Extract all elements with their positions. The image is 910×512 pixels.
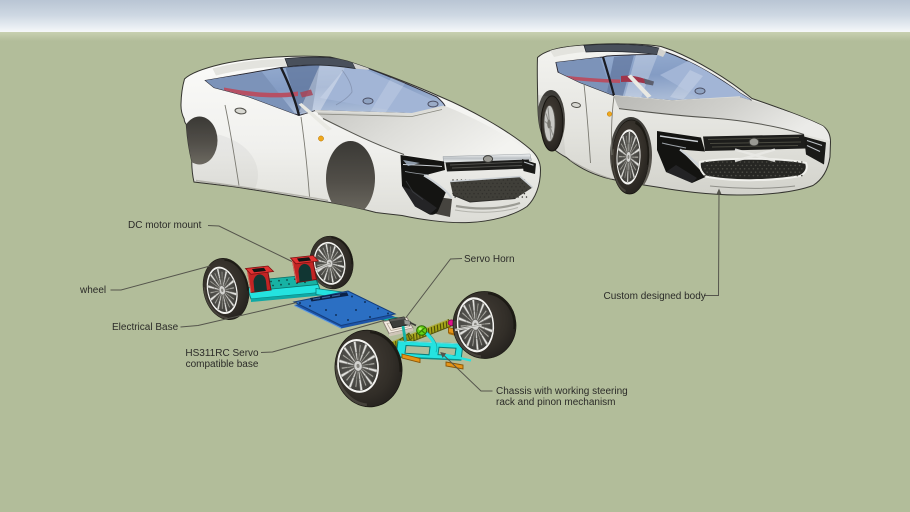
label-text: Servo Horn (464, 253, 515, 265)
label-text-line: compatible base (185, 359, 259, 370)
chassis-front-frame (395, 325, 474, 362)
label-text-line: rack and pinon mechanism (496, 397, 616, 408)
arrow-custom-body (716, 188, 722, 194)
label-wheel: wheel (80, 285, 106, 297)
car-body-shell (180, 55, 542, 224)
sky (0, 0, 910, 33)
label-text: Electrical Base (112, 321, 179, 333)
leader-dc-motor-mount (207, 225, 293, 262)
dc-motor-mount-left (244, 265, 275, 294)
label-dc-motor-mount: DC motor mount (128, 220, 201, 232)
car-rear-wheel (540, 95, 564, 152)
car-complete (536, 43, 832, 196)
leader-chassis (442, 354, 493, 392)
chassis-wheel-front-right (449, 287, 520, 363)
arrow-chassis (440, 352, 447, 358)
leader-custom-body (704, 191, 720, 296)
servo-horn-wheel (416, 325, 428, 336)
label-text: Custom designed body (603, 291, 706, 302)
label-electrical-base: Electrical Base (112, 322, 178, 334)
chassis-wheel-front-left (328, 324, 409, 413)
label-text: wheel (80, 284, 107, 296)
label-text-line: HS311RC Servo (185, 347, 259, 359)
label-text: DC motor mount (128, 220, 202, 231)
rc-chassis (196, 231, 520, 413)
tie-rod-left (401, 353, 421, 364)
horizon-haze (0, 32, 910, 41)
servo-base (382, 316, 417, 337)
leader-electrical-base (180, 302, 298, 328)
label-servo-horn: Servo Horn (464, 254, 515, 266)
electrical-base-plate (292, 290, 397, 329)
dc-motor-mount-right (289, 255, 320, 284)
leader-servo-horn (405, 258, 463, 318)
leader-wheel (110, 265, 211, 291)
label-custom-designed-body: Custom designed body (604, 291, 706, 303)
leader-lines (110, 188, 722, 392)
leader-hs311rc (260, 320, 385, 353)
label-text-line: Chassis with working steering (496, 385, 628, 397)
